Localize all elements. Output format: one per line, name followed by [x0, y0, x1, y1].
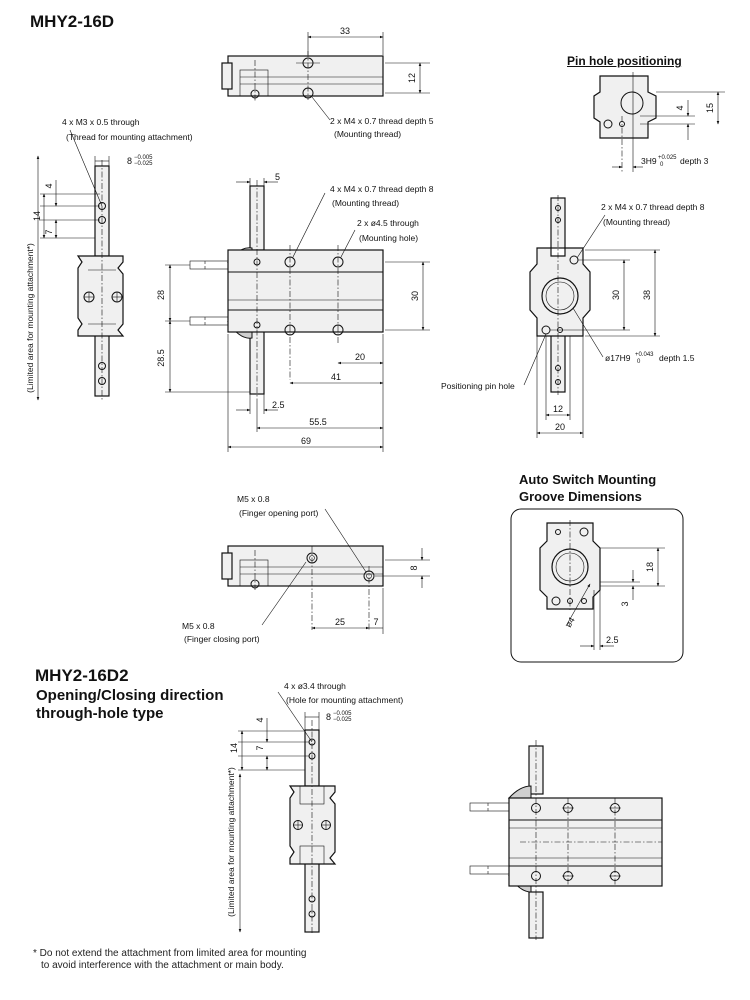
label-hole-3-4-note: (Hole for mounting attachment)	[286, 695, 403, 705]
label-mounting-thread-c: (Mounting thread)	[603, 217, 670, 227]
label-phi4: ø4	[563, 615, 577, 629]
label-positioning-pin-hole: Positioning pin hole	[441, 381, 515, 391]
label-m5-close: M5 x 0.8	[182, 621, 215, 631]
label-finger-closing-port: (Finger closing port)	[184, 634, 260, 644]
label-phi17-depth: depth 1.5	[659, 353, 695, 363]
pin-hole-positioning-drawing: 4 15 3H9 +0.025 0 depth 3	[593, 72, 725, 172]
top-view-drawing: 33 12 2 x M4 x 0.7 thread depth 5 (Mount…	[221, 26, 434, 139]
footnote-line1: * Do not extend the attachment from limi…	[33, 948, 307, 959]
tol-8-lower: −0.025	[134, 161, 153, 167]
label-phi17-h9: ø17H9	[605, 353, 631, 363]
label-3h9-upper: +0.025	[658, 155, 677, 161]
label-m4-depth8-4x: 4 x M4 x 0.7 thread depth 8	[330, 184, 434, 194]
dim-28-5: 28.5	[156, 349, 166, 367]
d2-finger-view: 4 14 7 (Limited area for mounting attach…	[226, 681, 403, 935]
dim-2-5-switch: 2.5	[606, 635, 619, 645]
port-view-drawing: 8 25 7 M5 x 0.8 (Finger opening port) M5…	[182, 494, 430, 644]
d2-description-line1: Opening/Closing direction	[36, 687, 224, 704]
label-m3-through-note: (Thread for mounting attachment)	[66, 132, 193, 142]
dim-14-left: 14	[32, 211, 42, 221]
model-title-mhy2-16d: MHY2-16D	[30, 12, 115, 31]
label-phi17-upper: +0.043	[635, 352, 654, 358]
label-m3-through: 4 x M3 x 0.5 through	[62, 117, 140, 127]
label-mounting-thread: (Mounting thread)	[334, 129, 401, 139]
label-limited-area-d2: (Limited area for mounting attachment*)	[226, 767, 236, 917]
label-3h9: 3H9	[641, 156, 657, 166]
label-hole-4-5: 2 x ø4.5 through	[357, 218, 419, 228]
dim-33: 33	[340, 26, 350, 36]
label-m4-depth8-2x: 2 x M4 x 0.7 thread depth 8	[601, 202, 705, 212]
d2-description-line2: through-hole type	[36, 705, 164, 722]
dim-14-d2: 14	[229, 743, 239, 753]
dim-2-5-front: 2.5	[272, 400, 285, 410]
tol-8-d2: 8	[326, 712, 331, 722]
dim-30-side: 30	[611, 290, 621, 300]
dim-3: 3	[620, 601, 630, 606]
dim-4-d2: 4	[255, 717, 265, 722]
auto-switch-groove-box: 18 3 2.5 ø4	[510, 508, 684, 663]
dim-12: 12	[407, 73, 417, 83]
dim-7-d2: 7	[255, 745, 265, 750]
front-view-drawing: 5 28 28.5 30 20 41 2.5 55.5 69	[156, 172, 434, 452]
d2-front-view	[469, 740, 663, 940]
model-title-mhy2-16d2: MHY2-16D2	[35, 666, 129, 685]
label-mounting-thread-b: (Mounting thread)	[332, 198, 399, 208]
dim-12-side: 12	[553, 404, 563, 414]
dim-41: 41	[331, 372, 341, 382]
label-m5-open: M5 x 0.8	[237, 494, 270, 504]
dim-8-port: 8	[409, 565, 419, 570]
tol-8-d2-upper: −0.005	[333, 711, 352, 717]
pin-hole-title: Pin hole positioning	[567, 54, 682, 68]
label-limited-area: (Limited area for mounting attachment*)	[25, 243, 35, 393]
side-view-drawing: 30 38 12 20 2 x M4 x 0.7 thread depth 8 …	[441, 195, 705, 438]
dim-69: 69	[301, 436, 311, 446]
dim-38: 38	[642, 290, 652, 300]
label-m4-depth5: 2 x M4 x 0.7 thread depth 5	[330, 116, 434, 126]
dim-20-side: 20	[555, 422, 565, 432]
dim-28: 28	[156, 290, 166, 300]
dim-18: 18	[645, 562, 655, 572]
dim-4-pin: 4	[675, 105, 685, 110]
label-hole-3-4: 4 x ø3.4 through	[284, 681, 346, 691]
dim-4-left: 4	[44, 183, 54, 188]
dim-25: 25	[335, 617, 345, 627]
dim-7-port: 7	[373, 617, 378, 627]
auto-switch-title-line2: Groove Dimensions	[519, 489, 642, 504]
left-finger-view: 4 14 7 (Limited area for mounting attach…	[25, 117, 193, 401]
dim-7-left: 7	[44, 229, 54, 234]
label-3h9-depth: depth 3	[680, 156, 709, 166]
dim-15: 15	[705, 103, 715, 113]
dim-5: 5	[275, 172, 280, 182]
tol-8-d2-lower: −0.025	[333, 717, 352, 723]
tol-8: 8	[127, 156, 132, 166]
tol-8-upper: −0.005	[134, 155, 153, 161]
label-mounting-hole: (Mounting hole)	[359, 233, 418, 243]
auto-switch-title-line1: Auto Switch Mounting	[519, 472, 657, 487]
dim-30-front: 30	[410, 291, 420, 301]
label-phi17-lower: 0	[637, 359, 641, 365]
dim-55-5: 55.5	[309, 417, 327, 427]
dim-20-front: 20	[355, 352, 365, 362]
label-finger-opening-port: (Finger opening port)	[239, 508, 319, 518]
label-3h9-lower: 0	[660, 162, 664, 168]
footnote-line2: to avoid interference with the attachmen…	[41, 960, 284, 971]
